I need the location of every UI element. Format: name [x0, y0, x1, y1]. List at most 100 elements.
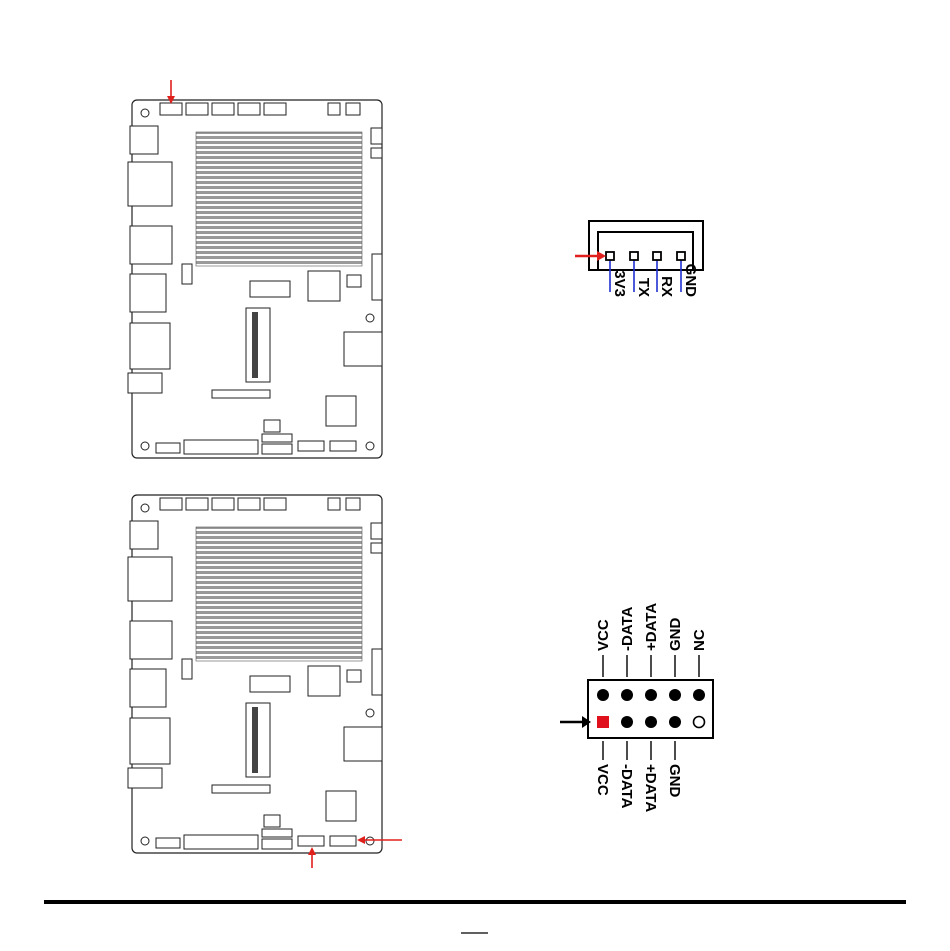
usb-top-label-plus-data: +DATA	[643, 603, 660, 651]
chip	[308, 666, 340, 696]
m2-slot-inner	[252, 312, 258, 378]
small-header	[182, 264, 192, 284]
right-header	[371, 523, 382, 539]
small-header	[182, 659, 192, 679]
small-header	[346, 498, 360, 510]
usb-bottom-label-minus-data: -DATA	[618, 764, 635, 809]
bottom-header	[156, 443, 180, 453]
usb-pin	[645, 716, 657, 728]
small-header	[347, 670, 361, 682]
usb-pin	[693, 689, 705, 701]
usb-bottom-label-vcc: VCC	[594, 764, 611, 796]
small-header	[328, 103, 340, 115]
usb-header-target	[330, 836, 356, 846]
cpu-fan-chip	[212, 785, 270, 793]
bottom-header	[330, 441, 356, 451]
io-port	[130, 226, 172, 264]
io-port	[130, 521, 158, 549]
bottom-header	[298, 441, 324, 451]
usb-header: VCC -DATA +DATA GND NC VCC -DATA +DATA G…	[560, 603, 713, 813]
io-port	[128, 768, 162, 788]
io-port	[130, 669, 166, 707]
usb-top-label-vcc: VCC	[595, 619, 612, 651]
pin-header	[262, 829, 292, 837]
usb-pin	[597, 689, 609, 701]
bottom-header	[156, 838, 180, 848]
small-header	[264, 420, 280, 432]
small-header	[347, 275, 361, 287]
uart-pin	[606, 252, 614, 260]
bottom-header	[184, 440, 258, 454]
fan-header	[212, 498, 234, 510]
footer-rule	[44, 900, 906, 904]
io-port	[130, 718, 170, 764]
right-header	[371, 128, 382, 144]
usb-pin	[621, 716, 633, 728]
usb-pin	[669, 716, 681, 728]
fan-header	[264, 103, 286, 115]
fan-header	[160, 103, 182, 115]
uart-label-tx: TX	[635, 278, 652, 297]
io-port	[128, 557, 172, 601]
uart-pin	[653, 252, 661, 260]
usb-header-housing	[588, 680, 713, 738]
cpu-fan-chip	[212, 390, 270, 398]
pin-header	[372, 254, 382, 300]
bottom-header	[262, 839, 292, 849]
right-header	[371, 543, 382, 553]
pin-header	[262, 434, 292, 442]
usb-header-target	[298, 836, 324, 846]
io-port	[130, 274, 166, 312]
board-top	[128, 80, 382, 458]
usb-top-label-minus-data: -DATA	[619, 606, 636, 651]
usb-pin1	[597, 716, 609, 728]
usb-pin	[645, 689, 657, 701]
uart-header: 3V3 TX RX GND	[575, 221, 703, 297]
bottom-header	[262, 444, 292, 454]
small-header	[328, 498, 340, 510]
right-header	[371, 148, 382, 158]
pin-header	[250, 281, 290, 297]
io-port	[130, 126, 158, 154]
fan-header	[186, 103, 208, 115]
usb-pin1-arrow	[560, 716, 591, 728]
small-header	[346, 103, 360, 115]
board-bottom	[128, 495, 402, 868]
io-port	[128, 162, 172, 206]
usb-pin	[669, 689, 681, 701]
fan-header	[186, 498, 208, 510]
uart-label-gnd: GND	[682, 264, 699, 298]
fan-header	[238, 498, 260, 510]
usb-top-label-nc: NC	[691, 629, 708, 651]
dimm-slots	[196, 527, 362, 661]
usb-bottom-label-plus-data: +DATA	[642, 764, 659, 812]
small-header	[264, 815, 280, 827]
fan-header	[264, 498, 286, 510]
sd-slot	[344, 332, 382, 366]
chip	[326, 396, 356, 426]
uart-housing-outer	[589, 221, 703, 270]
sd-slot	[344, 727, 382, 761]
io-port	[128, 373, 162, 393]
pin-header	[372, 649, 382, 695]
chip	[326, 791, 356, 821]
fan-header	[160, 498, 182, 510]
chip	[308, 271, 340, 301]
usb-top-label-gnd: GND	[667, 618, 684, 652]
dimm-slots	[196, 132, 362, 266]
usb-bottom-label-gnd: GND	[666, 764, 683, 798]
pin-header	[250, 676, 290, 692]
uart-pin	[677, 252, 685, 260]
uart-pin	[630, 252, 638, 260]
usb-pin-nc	[694, 717, 705, 728]
m2-slot-inner	[252, 707, 258, 773]
uart-label-rx: RX	[658, 276, 675, 297]
io-port	[130, 621, 172, 659]
uart-label-3v3: 3V3	[611, 270, 628, 297]
usb-pin	[621, 689, 633, 701]
fan-header	[238, 103, 260, 115]
bottom-header	[184, 835, 258, 849]
fan-header	[212, 103, 234, 115]
io-port	[130, 323, 170, 369]
